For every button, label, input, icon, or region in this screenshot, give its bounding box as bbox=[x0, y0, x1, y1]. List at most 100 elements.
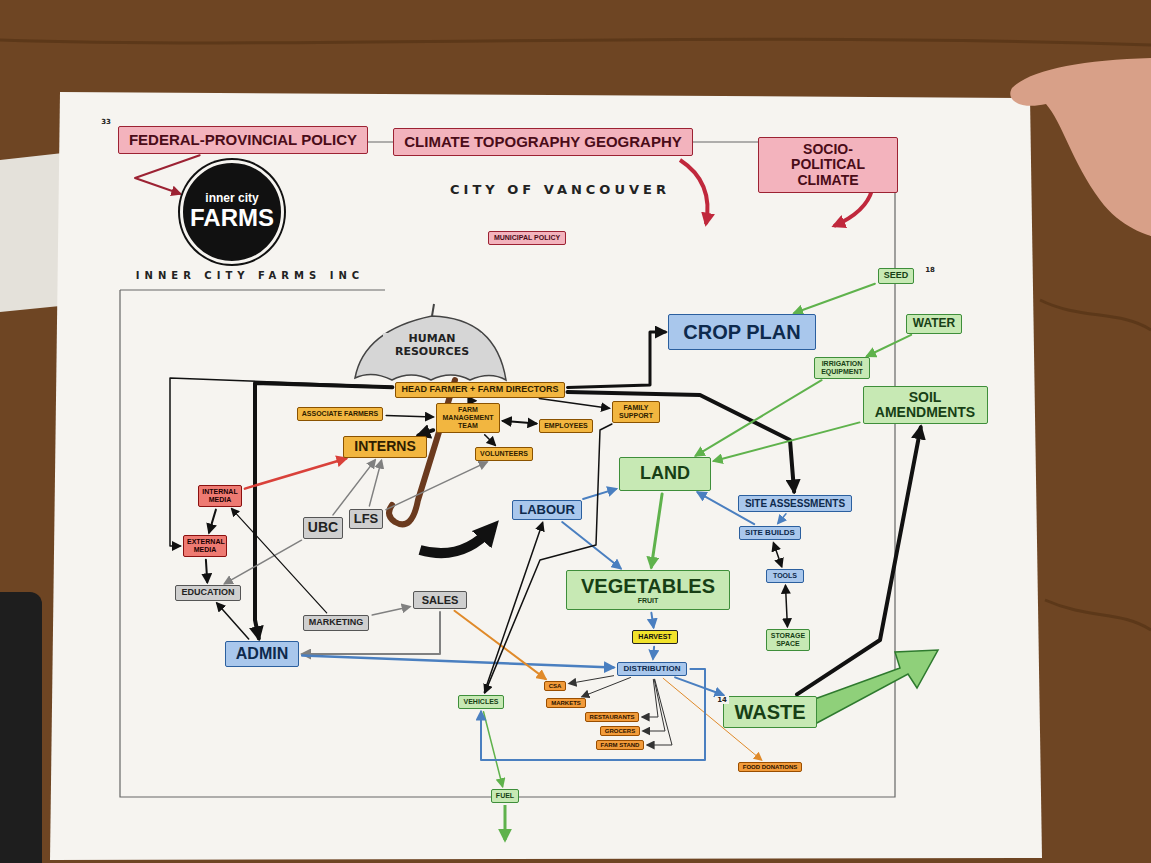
box-label: SOCIO-POLITICAL CLIMATE bbox=[767, 142, 889, 188]
influence-arrow bbox=[680, 160, 708, 224]
region-title: CITY OF VANCOUVER bbox=[448, 183, 672, 198]
boundary-line bbox=[120, 142, 895, 797]
connector bbox=[372, 607, 410, 615]
box-label: inner city bbox=[205, 192, 258, 205]
box-label: EXTERNAL MEDIA bbox=[187, 538, 223, 553]
box-label: TOOLS bbox=[773, 572, 797, 580]
process-box: GROCERS bbox=[600, 726, 640, 737]
process-box: WATER bbox=[906, 314, 962, 333]
connector bbox=[386, 415, 433, 417]
connector bbox=[562, 522, 620, 568]
process-box: ADMIN bbox=[225, 641, 299, 667]
influence-arrow bbox=[834, 190, 872, 226]
box-label: INTERNAL MEDIA bbox=[202, 488, 238, 503]
connector bbox=[485, 424, 612, 692]
process-box: DISTRIBUTION bbox=[617, 662, 688, 677]
box-label: GROCERS bbox=[605, 728, 635, 735]
process-box: IRRIGATION EQUIPMENT bbox=[814, 357, 870, 378]
process-box: FARM STAND bbox=[596, 740, 645, 751]
umbrella-label: HUMAN RESOURCES bbox=[383, 333, 482, 358]
process-box: VEHICLES bbox=[458, 695, 503, 709]
process-box: STORAGE SPACE bbox=[766, 629, 810, 650]
connector bbox=[209, 510, 216, 533]
connector bbox=[206, 560, 207, 582]
poster-paper bbox=[50, 92, 1042, 860]
connector bbox=[503, 421, 536, 424]
box-label: LFS bbox=[354, 512, 379, 526]
process-box: CSA bbox=[544, 681, 567, 692]
organisation-name: INNER CITY FARMS INC bbox=[134, 270, 366, 282]
box-label: INTERNS bbox=[354, 439, 415, 454]
process-box: VOLUNTEERS bbox=[475, 447, 533, 461]
box-label: SITE BUILDS bbox=[745, 529, 795, 538]
process-box: SALES bbox=[413, 591, 468, 609]
box-label: FAMILY SUPPORT bbox=[617, 404, 655, 419]
box-label: MARKETS bbox=[551, 700, 581, 707]
process-box: SOIL AMENDMENTS bbox=[863, 386, 988, 425]
connector bbox=[583, 489, 616, 499]
box-label: MUNICIPAL POLICY bbox=[494, 234, 560, 242]
callout-number: 33 bbox=[99, 118, 113, 126]
process-box: FOOD DONATIONS bbox=[738, 762, 803, 773]
process-box: MARKETS bbox=[546, 698, 586, 709]
process-box: SOCIO-POLITICAL CLIMATE bbox=[758, 137, 898, 193]
connector bbox=[369, 461, 381, 506]
connector bbox=[569, 676, 613, 684]
process-box: MARKETING bbox=[303, 615, 370, 631]
box-label: SALES bbox=[422, 594, 459, 606]
connector bbox=[484, 712, 503, 786]
process-box: SITE ASSESSMENTS bbox=[738, 495, 852, 512]
connector bbox=[484, 523, 542, 692]
process-box: UBC bbox=[303, 517, 343, 538]
connector bbox=[651, 613, 653, 627]
box-label: FARM STAND bbox=[601, 742, 640, 749]
process-box: HEAD FARMER + FARM DIRECTORS bbox=[395, 382, 564, 398]
process-box: FARM MANAGEMENT TEAM bbox=[436, 403, 500, 432]
process-box: FAMILY SUPPORT bbox=[612, 401, 660, 422]
box-label: IRRIGATION EQUIPMENT bbox=[819, 360, 865, 375]
connector bbox=[774, 543, 782, 566]
box-label: SITE ASSESSMENTS bbox=[745, 498, 845, 509]
box-label: UBC bbox=[308, 520, 338, 535]
process-box: FUEL bbox=[491, 789, 519, 803]
box-label: WASTE bbox=[734, 701, 805, 723]
cookie-tin bbox=[0, 592, 42, 863]
process-box: CROP PLAN bbox=[668, 314, 815, 350]
connector bbox=[714, 422, 860, 461]
connector bbox=[786, 586, 788, 627]
box-sublabel: FARMS bbox=[190, 205, 274, 231]
box-label: HARVEST bbox=[638, 633, 671, 641]
box-label: SEED bbox=[884, 271, 909, 281]
connector bbox=[568, 332, 666, 387]
box-label: SOIL AMENDMENTS bbox=[870, 390, 981, 421]
box-label: VOLUNTEERS bbox=[480, 450, 528, 458]
hand bbox=[1010, 58, 1151, 236]
box-label: HEAD FARMER + FARM DIRECTORS bbox=[401, 385, 558, 395]
callout-number: 14 bbox=[715, 696, 729, 704]
process-box: EMPLOYEES bbox=[539, 419, 593, 433]
connector bbox=[794, 284, 875, 313]
connector bbox=[797, 427, 921, 694]
box-label: RESTAURANTS bbox=[590, 714, 635, 721]
process-box: MUNICIPAL POLICY bbox=[488, 231, 566, 245]
process-box: CLIMATE TOPOGRAPHY GEOGRAPHY bbox=[393, 128, 693, 157]
box-label: VEHICLES bbox=[463, 698, 498, 706]
box-label: VEGETABLES bbox=[581, 575, 715, 597]
flow-arrow bbox=[504, 805, 507, 840]
box-label: LAND bbox=[640, 464, 690, 484]
connector bbox=[333, 460, 375, 515]
process-box: INTERNAL MEDIA bbox=[198, 485, 242, 506]
umbrella-tip bbox=[432, 304, 434, 316]
connector bbox=[255, 383, 392, 638]
process-box: EDUCATION bbox=[175, 585, 242, 601]
box-label: FOOD DONATIONS bbox=[743, 764, 798, 771]
connector bbox=[418, 430, 433, 435]
callout-number: 18 bbox=[923, 266, 937, 274]
process-box: TOOLS bbox=[766, 569, 804, 583]
process-box: VEGETABLESFRUIT bbox=[566, 570, 730, 610]
process-box: SITE BUILDS bbox=[739, 526, 801, 541]
waste-arrow bbox=[812, 650, 938, 724]
flow-arrow bbox=[420, 528, 492, 553]
box-label: STORAGE SPACE bbox=[770, 632, 806, 647]
